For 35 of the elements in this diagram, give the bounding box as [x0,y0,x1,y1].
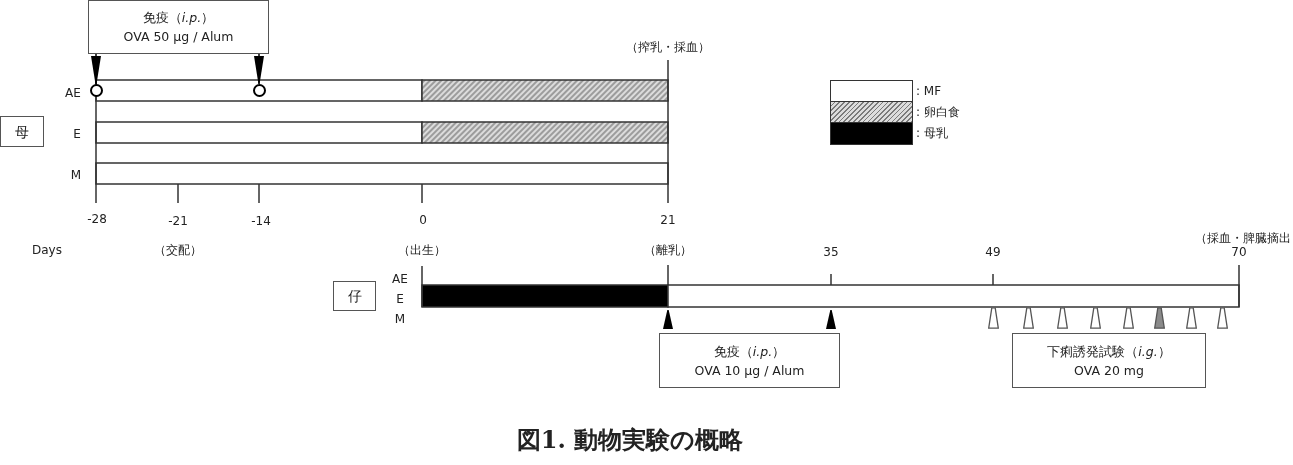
protocol-dose: OVA 50 μg / Alum [123,28,234,46]
tick-label: 21 [660,212,676,228]
protocol-box [659,333,840,388]
group-label: E [396,291,404,307]
group-label: M [70,167,82,183]
tick-label: 0 [419,212,427,228]
event-label: （採血・脾臓摘出 [1195,230,1291,246]
legend-label: : 母乳 [916,125,948,141]
protocol-box [1012,333,1206,388]
legend-label: : 卵白食 [916,104,960,120]
tick-label: 35 [823,244,839,260]
protocol-dose: OVA 10 μg / Alum [694,361,805,380]
event-label: （出生） [398,242,446,258]
group-label: AE [65,85,81,101]
event-label: （離乳） [644,242,692,258]
tick-label: 49 [985,244,1001,260]
figure-caption: 図1. 動物実験の概略 [516,425,744,455]
tick-label: -28 [87,211,107,227]
group-label: M [394,311,406,327]
event-label: （搾乳・採血） [626,39,710,55]
tick-label: -14 [251,213,271,229]
group-tag: 仔 [333,281,376,311]
group-tag: 母 [0,116,44,147]
group-label: AE [392,271,408,287]
tick-label: -21 [168,213,188,229]
group-label: E [73,126,81,142]
axis-unit-label: Days [32,242,62,258]
legend-label: : MF [916,83,942,99]
protocol-title: 下痢誘発試験（i.g.） [1047,342,1171,361]
protocol-dose: OVA 20 mg [1074,361,1144,380]
protocol-title: 免疫（i.p.） [713,342,786,361]
protocol-title: 免疫（i.p.） [142,9,215,27]
protocol-box [88,0,269,54]
event-label: （交配） [154,242,202,258]
tick-label: 70 [1231,244,1247,260]
